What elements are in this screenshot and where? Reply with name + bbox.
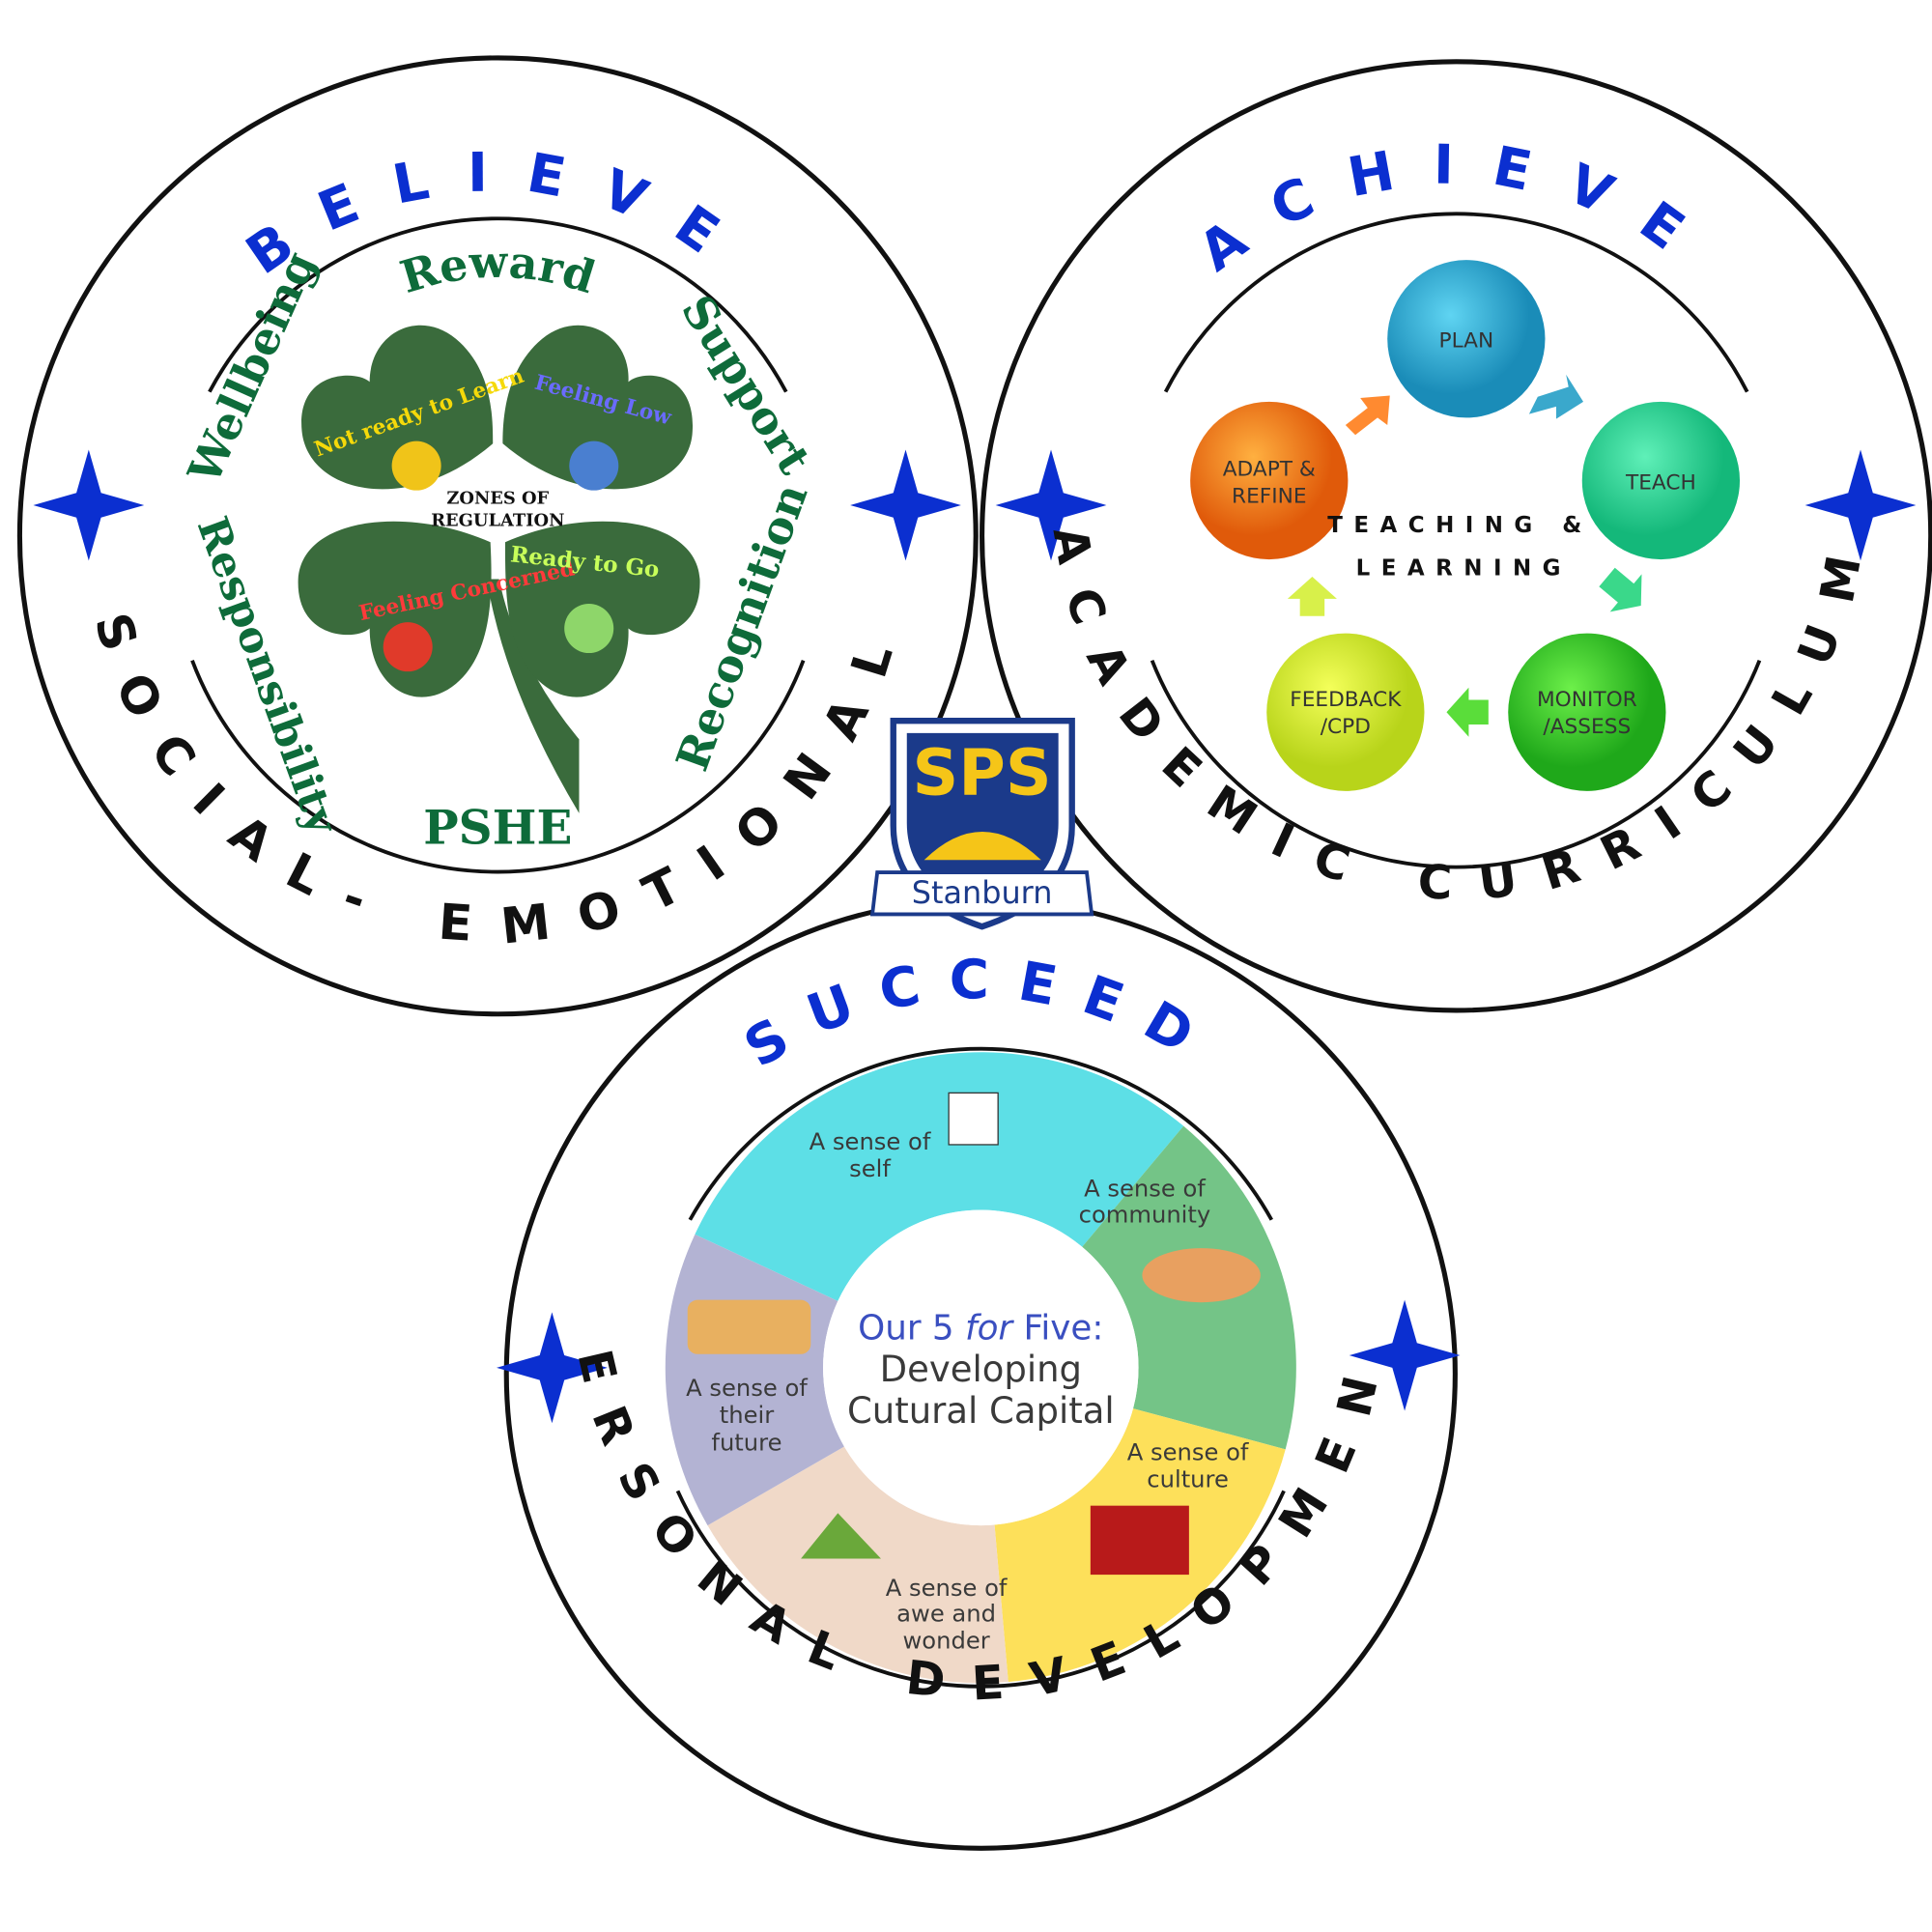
value-pshe: PSHE xyxy=(423,801,572,856)
step-label: FEEDBACK xyxy=(1290,688,1402,712)
avatar-shrug xyxy=(391,440,441,491)
emoji-avatars xyxy=(383,440,619,672)
ring-segment-awe-and-wonder xyxy=(707,1446,1009,1684)
segment-label: culture xyxy=(1147,1466,1229,1493)
segment-label: A sense of xyxy=(1084,1176,1206,1203)
sun-icon xyxy=(923,831,1041,861)
star-icon xyxy=(33,449,145,561)
school-logo: SPS Stanburn xyxy=(869,717,1094,930)
step-label: PLAN xyxy=(1439,329,1494,354)
tent-icon xyxy=(801,1513,881,1559)
community-icon xyxy=(1142,1248,1261,1303)
star-icon xyxy=(850,449,961,561)
segment-label: self xyxy=(849,1155,891,1182)
star-icon xyxy=(1804,449,1917,561)
teaching-cycle: PLAN TEACH MONITOR /ASSESS FEEDBACK /CPD… xyxy=(1190,260,1741,791)
succeed-inner-arc-bottom xyxy=(675,1490,1286,1689)
zones-of-regulation-box: ZONES OF REGULATION xyxy=(431,489,565,531)
logo-ribbon xyxy=(869,870,1094,917)
self-icon xyxy=(948,1092,999,1146)
center-title: Our 5 for Five: xyxy=(858,1308,1103,1348)
careers-icon xyxy=(687,1299,811,1354)
step-adapt-refine xyxy=(1190,401,1349,560)
segment-label: awe and xyxy=(896,1601,996,1628)
theatre-icon xyxy=(1090,1505,1189,1576)
arrow-icon xyxy=(1345,395,1390,436)
segment-label: A sense of xyxy=(810,1128,931,1155)
step-label: TEACH xyxy=(1625,470,1696,495)
step-label: MONITOR xyxy=(1537,688,1637,712)
believe-inner-arc-top xyxy=(208,216,788,393)
achieve-inner-arc-bottom xyxy=(1150,659,1762,869)
logo-name: Stanburn xyxy=(912,874,1053,911)
segment-their-future: A sense of their future xyxy=(686,1375,808,1456)
believe-inner-arc-bottom xyxy=(190,659,806,874)
clover-leaf-concerned xyxy=(298,521,492,697)
step-label: ADAPT & xyxy=(1223,457,1316,481)
arrow-icon xyxy=(1599,567,1642,612)
segment-label: future xyxy=(711,1429,781,1456)
achieve-outer-ring xyxy=(980,59,1932,1013)
clover-leaf-not-ready xyxy=(301,325,494,490)
step-label: /ASSESS xyxy=(1543,715,1631,739)
arrow-icon xyxy=(1528,374,1584,419)
achieve-inner-arc-top xyxy=(1163,212,1749,393)
star-icon xyxy=(995,449,1107,561)
segment-community: A sense of community xyxy=(1079,1176,1211,1229)
segment-label: wonder xyxy=(902,1628,989,1655)
arrow-icon xyxy=(1287,576,1337,616)
ring-center xyxy=(823,1209,1139,1526)
learning-label: LEARNING xyxy=(1356,556,1572,582)
step-teach xyxy=(1581,401,1741,560)
segment-self: A sense of self xyxy=(810,1128,931,1182)
step-monitor-assess xyxy=(1508,633,1666,791)
arrow-icon xyxy=(1446,687,1489,737)
avatar-ready xyxy=(564,604,614,654)
step-label: REFINE xyxy=(1232,484,1307,508)
step-feedback-cpd xyxy=(1266,633,1425,791)
teaching-label: TEACHING & xyxy=(1327,513,1592,538)
logo-initials: SPS xyxy=(913,735,1052,810)
believe-circle: ZONES OF REGULATION Not ready to Learn F… xyxy=(16,55,979,1017)
believe-outer-ring xyxy=(16,55,979,1017)
succeed-inner-arc-top xyxy=(688,1046,1273,1221)
ring-segment-self xyxy=(695,1052,1184,1301)
segment-label: A sense of xyxy=(886,1575,1008,1602)
segment-label: their xyxy=(720,1402,774,1429)
logo-shield-inner xyxy=(906,732,1059,912)
step-plan xyxy=(1387,260,1546,418)
clover-stem xyxy=(486,579,580,813)
zones-of-regulation: ZONES OF REGULATION xyxy=(431,489,565,531)
segment-label: A sense of xyxy=(686,1375,808,1402)
avatar-concerned xyxy=(383,622,433,672)
clover-leaf-feeling-low xyxy=(502,325,694,490)
segment-awe-and-wonder: A sense of awe and wonder xyxy=(886,1575,1008,1655)
step-label: /CPD xyxy=(1321,715,1371,739)
segment-label: community xyxy=(1079,1201,1211,1228)
achieve-circle: ACHIEVE ACADEMIC CURRICULUM PLAN TEACH M… xyxy=(980,59,1932,1013)
segment-culture: A sense of culture xyxy=(1127,1438,1249,1492)
segment-label: A sense of xyxy=(1127,1438,1249,1465)
star-icon xyxy=(1349,1299,1461,1411)
star-icon xyxy=(497,1312,608,1424)
avatar-low xyxy=(569,440,619,491)
center-line2: Developing xyxy=(880,1349,1082,1390)
center-line3: Cutural Capital xyxy=(847,1390,1115,1432)
